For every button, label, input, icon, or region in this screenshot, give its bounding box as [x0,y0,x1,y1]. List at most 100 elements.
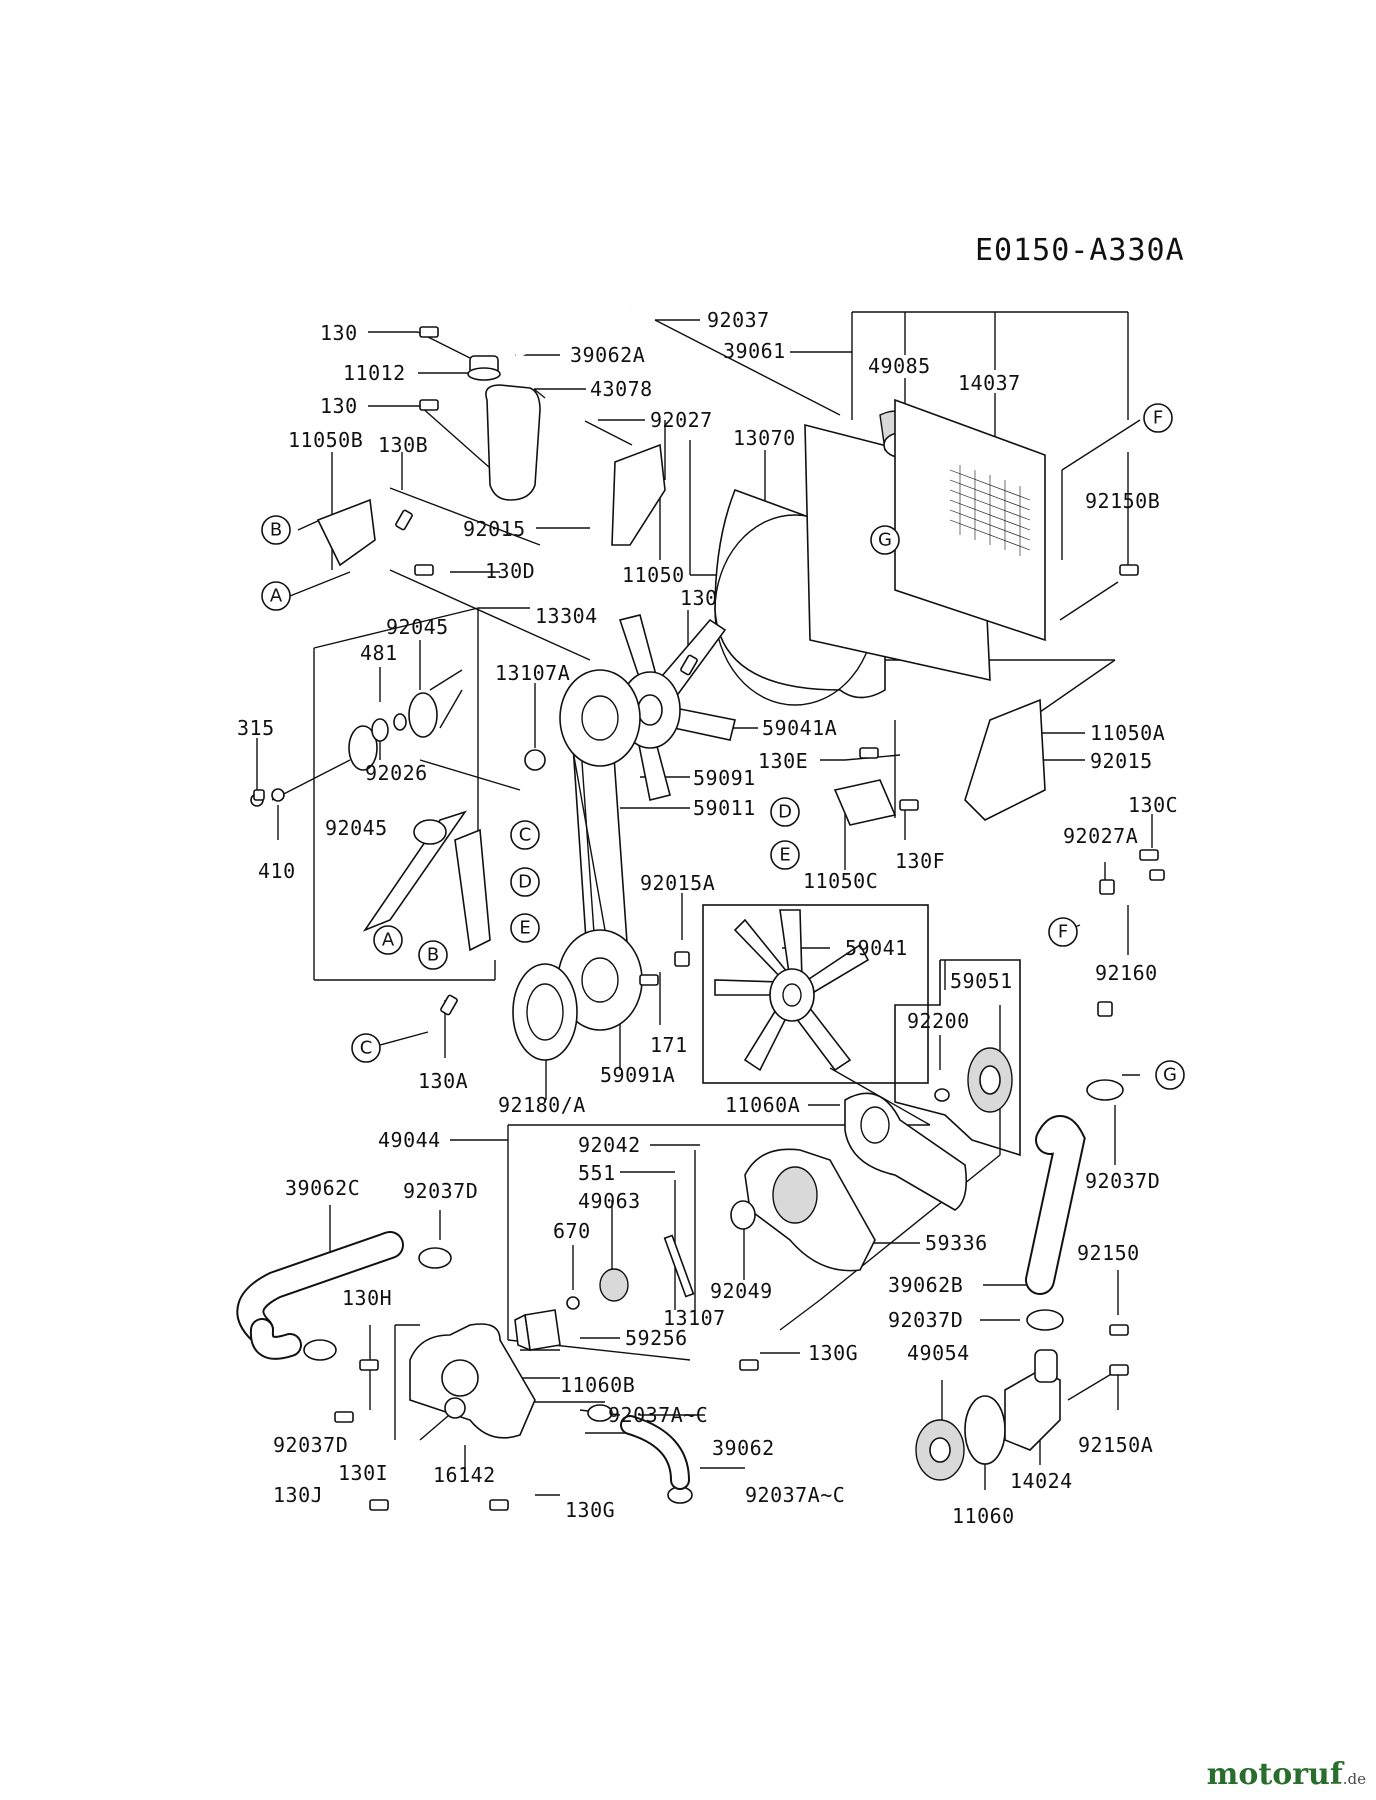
label-670: 670 [553,1219,591,1243]
label-13107: 13107 [663,1306,726,1330]
label-130-a: 130 [320,321,358,345]
label-49044: 49044 [378,1128,441,1152]
label-130h: 130H [342,1286,392,1310]
label-130d: 130D [485,559,535,583]
label-39062c: 39062C [285,1176,360,1200]
part-labels: 130 11012 130 11050B 130B 92015 130D 390… [237,308,1178,1528]
callout-g-top: G [878,530,892,551]
label-130j: 130J [273,1483,323,1507]
label-130g-low: 130G [565,1498,615,1522]
label-171: 171 [650,1033,688,1057]
label-92015-top: 92015 [463,517,526,541]
label-14024: 14024 [1010,1469,1073,1493]
callout-f-top: F [1153,408,1163,429]
label-14037: 14037 [958,371,1021,395]
callout-g-right: G [1163,1065,1177,1086]
detail-boxes [702,904,1021,1157]
label-130-b: 130 [320,394,358,418]
label-92037d-left: 92037D [403,1179,478,1203]
label-59336: 59336 [925,1231,988,1255]
callout-f-right: F [1058,922,1068,943]
label-59256: 59256 [625,1326,688,1350]
label-49054: 49054 [907,1341,970,1365]
label-16142: 16142 [433,1463,496,1487]
label-92045-top: 92045 [386,615,449,639]
label-315: 315 [237,716,275,740]
label-130-fan: 130 [680,586,718,610]
label-39062a: 39062A [570,343,645,367]
label-130b: 130B [378,433,428,457]
callout-e-right: E [779,845,790,866]
label-92037: 92037 [707,308,770,332]
label-130e: 130E [758,749,808,773]
callout-b-mid: B [427,945,439,966]
label-13304: 13304 [535,604,598,628]
label-92037d-low: 92037D [273,1433,348,1457]
label-11060b: 11060B [560,1373,635,1397]
label-92049: 92049 [710,1279,773,1303]
label-92160: 92160 [1095,961,1158,985]
label-92026: 92026 [365,761,428,785]
label-130a: 130A [418,1069,468,1093]
label-39062: 39062 [712,1436,775,1460]
label-43078: 43078 [590,377,653,401]
label-59091: 59091 [693,766,756,790]
label-13107a: 13107A [495,661,570,685]
watermark-tld: .de [1342,1770,1366,1788]
label-92045-low: 92045 [325,816,388,840]
label-130g-center: 130G [808,1341,858,1365]
label-481: 481 [360,641,398,665]
label-59041a: 59041A [762,716,837,740]
label-11050c: 11050C [803,869,878,893]
label-11050: 11050 [622,563,685,587]
reference-callouts: B A F G C D E A B D E F C G [261,403,1185,1090]
label-92037a-c-top: 92037A~C [608,1403,708,1427]
label-11050b: 11050B [288,428,363,452]
label-92037d-right: 92037D [1085,1169,1160,1193]
callout-c-low: C [360,1038,373,1059]
label-92027: 92027 [650,408,713,432]
diagram-code: E0150-A330A [975,233,1185,268]
label-92037a-c-low: 92037A~C [745,1483,845,1507]
bolt-icons [253,326,1165,1511]
label-49085: 49085 [868,354,931,378]
part-sketches [236,287,1165,1511]
callout-c-mid: C [519,825,532,846]
callout-a-mid: A [382,930,395,951]
label-130i: 130I [338,1461,388,1485]
label-92042: 92042 [578,1133,641,1157]
label-92027a: 92027A [1063,824,1138,848]
callout-a-top: A [270,586,283,607]
label-11060: 11060 [952,1504,1015,1528]
callout-d-right: D [778,802,792,823]
label-39061: 39061 [723,339,786,363]
label-11050a: 11050A [1090,721,1165,745]
label-130f: 130F [895,849,945,873]
label-92150b: 92150B [1085,489,1160,513]
label-59011: 59011 [693,796,756,820]
label-92015-right: 92015 [1090,749,1153,773]
label-92015a: 92015A [640,871,715,895]
label-130c: 130C [1128,793,1178,817]
label-92150a: 92150A [1078,1433,1153,1457]
label-59091a: 59091A [600,1063,675,1087]
label-11012: 11012 [343,361,406,385]
label-59041: 59041 [845,936,908,960]
label-92200: 92200 [907,1009,970,1033]
label-410: 410 [258,859,296,883]
label-49063: 49063 [578,1189,641,1213]
callout-b-top: B [270,520,282,541]
label-92037d-mid: 92037D [888,1308,963,1332]
label-59051: 59051 [950,969,1013,993]
label-551: 551 [578,1161,616,1185]
callout-e-mid: E [519,918,530,939]
label-13070: 13070 [733,426,796,450]
watermark-logo: motoruf.de [1207,1757,1366,1792]
label-11060a: 11060A [725,1093,800,1117]
label-92150: 92150 [1077,1241,1140,1265]
callout-d-mid: D [518,872,532,893]
watermark-main: motoruf [1206,1757,1343,1792]
label-39062b: 39062B [888,1273,963,1297]
label-92180a: 92180/A [498,1093,586,1117]
